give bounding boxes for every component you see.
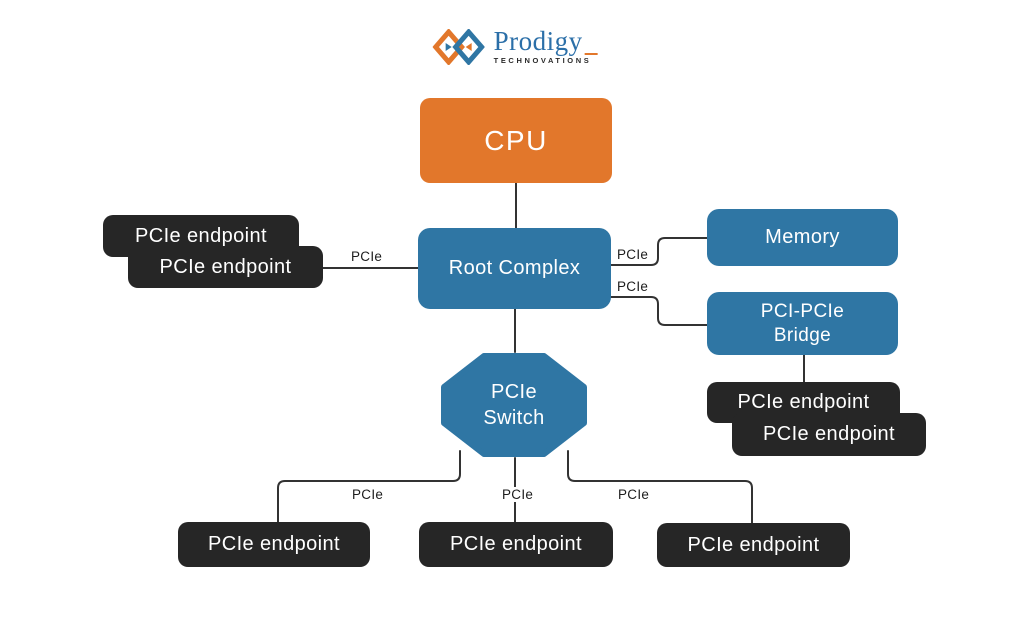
bridge-label-line1: PCI-PCIe: [760, 300, 845, 322]
cpu-node: CPU: [420, 98, 612, 183]
edge-switch-endpoint-left: [277, 450, 461, 523]
pcie-endpoint-bottom-2: PCIe endpoint: [419, 522, 613, 567]
logo-tagline: TECHNOVATIONS: [493, 56, 592, 65]
logo: Prodigy TECHNOVATIONS: [432, 26, 598, 65]
edge-label-root-left: PCIe: [351, 249, 383, 264]
switch-label: PCIe Switch: [440, 352, 588, 458]
edge-switch-endpoint-right: [567, 450, 753, 524]
edge-root-bridge: [610, 296, 708, 326]
edge-label-switch-right: PCIe: [618, 487, 650, 502]
pci-pcie-bridge-node: PCI-PCIe Bridge: [707, 292, 898, 355]
octagon-shape: [441, 353, 587, 457]
pcie-endpoint-bridge-2: PCIe endpoint: [732, 413, 926, 456]
pcie-endpoint-bottom-3: PCIe endpoint: [657, 523, 850, 567]
infinity-logo-icon: [432, 28, 485, 65]
memory-node: Memory: [707, 209, 898, 266]
pcie-endpoint-bottom-1: PCIe endpoint: [178, 522, 370, 567]
edge-label-switch-center: PCIe: [499, 487, 537, 502]
root-complex-node: Root Complex: [418, 228, 611, 309]
pcie-endpoint-left-2: PCIe endpoint: [128, 246, 323, 288]
edge-root-memory: [610, 237, 708, 266]
edge-label-switch-left: PCIe: [352, 487, 384, 502]
pcie-switch-node: PCIe Switch: [440, 352, 588, 458]
switch-label-line1: PCIe: [490, 381, 538, 403]
bridge-label-line2: Bridge: [773, 324, 832, 346]
logo-text: Prodigy TECHNOVATIONS: [493, 26, 598, 65]
edge-label-root-bridge: PCIe: [617, 279, 649, 294]
switch-label-line2: Switch: [483, 407, 545, 429]
logo-underline: [584, 52, 598, 55]
logo-name: Prodigy: [493, 26, 583, 56]
edge-label-root-memory: PCIe: [617, 247, 649, 262]
